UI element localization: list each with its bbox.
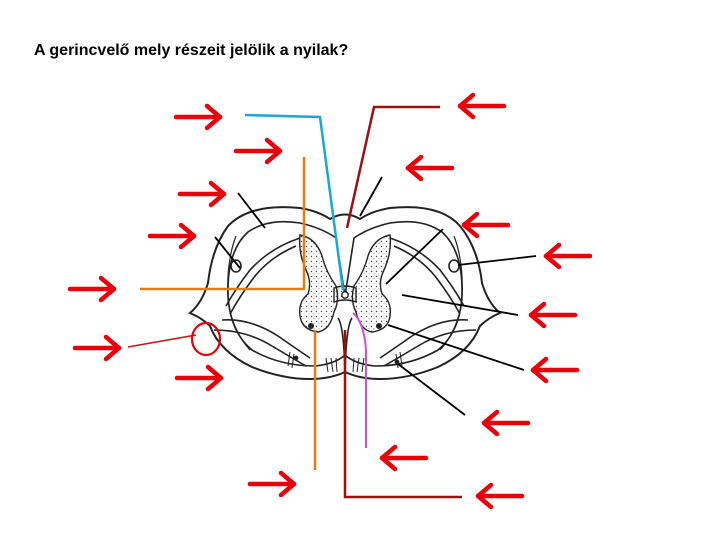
arrow-right-2	[236, 140, 280, 162]
arrow-right-4	[150, 225, 194, 247]
arrow-left-7	[484, 412, 528, 434]
arrow-right-1	[176, 106, 220, 128]
arrow-right-8	[250, 473, 294, 495]
arrow-right-3	[180, 183, 224, 205]
arrow-left-2	[408, 157, 452, 179]
dorsal-root-ganglion-right	[449, 260, 459, 272]
grey-matter-left	[300, 235, 338, 332]
leader-line-black-8	[398, 364, 465, 415]
leader-line-black-2	[215, 237, 240, 268]
arrow-left-3	[464, 214, 508, 236]
grey-matter	[300, 235, 391, 332]
leader-line-magenta	[353, 313, 366, 448]
arrow-right-7	[177, 367, 221, 389]
arrow-left-5	[531, 304, 575, 326]
arrow-left-6	[533, 359, 577, 381]
leader-line-black-5	[458, 256, 536, 265]
leader-line-red	[128, 335, 196, 347]
arrow-left-4	[546, 245, 590, 267]
arrow-right-5	[70, 278, 114, 300]
arrow-right-6	[75, 337, 119, 359]
leader-line-cyan	[245, 115, 343, 290]
central-canal	[342, 292, 348, 298]
arrow-left-8	[382, 447, 426, 469]
leader-line-black-1	[238, 193, 265, 228]
arrow-left-1	[460, 95, 504, 117]
arrow-left-9	[478, 485, 522, 507]
